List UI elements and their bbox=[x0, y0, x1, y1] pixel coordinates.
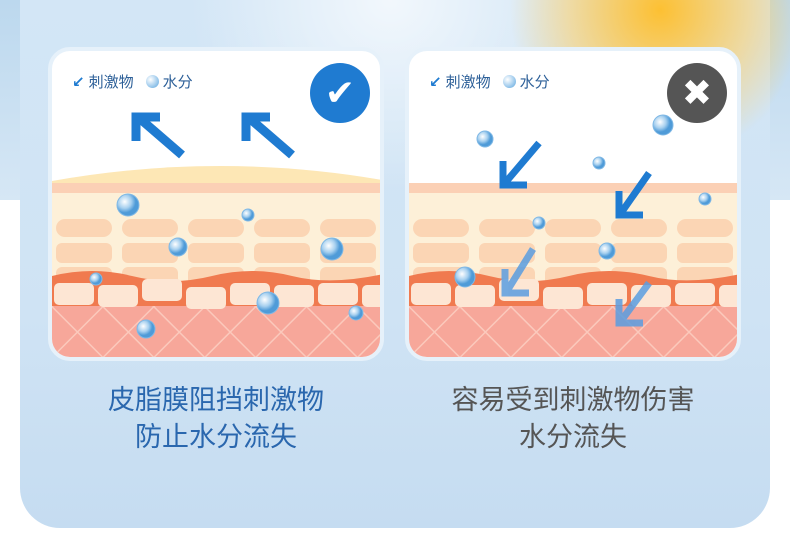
caption-line: 水分流失 bbox=[519, 422, 627, 453]
caption-damaged: 容易受到刺激物伤害 水分流失 bbox=[403, 382, 743, 456]
card-healthy-skin: ↙ 刺激物 水分 ✔ bbox=[48, 47, 384, 361]
skin-illustration bbox=[409, 114, 737, 357]
arrow-down-left-icon: ↙ bbox=[72, 72, 85, 91]
arrow-down-left-icon: ↙ bbox=[429, 72, 442, 91]
caption-healthy: 皮脂膜阻挡刺激物 防止水分流失 bbox=[46, 382, 386, 456]
legend-irritant-label: 刺激物 bbox=[88, 73, 134, 91]
card-damaged-skin: ↙ 刺激物 水分 ✖ bbox=[405, 47, 741, 361]
irritant-arrow-icon bbox=[131, 112, 295, 159]
irritant-arrow-icon bbox=[499, 140, 652, 219]
skin-illustration bbox=[52, 112, 380, 357]
cross-icon: ✖ bbox=[667, 63, 727, 123]
legend: ↙ 刺激物 水分 bbox=[72, 71, 193, 92]
caption-line: 防止水分流失 bbox=[135, 422, 297, 453]
caption-line: 皮脂膜阻挡刺激物 bbox=[108, 385, 324, 416]
legend-irritant-label: 刺激物 bbox=[445, 73, 491, 91]
caption-line: 容易受到刺激物伤害 bbox=[451, 385, 695, 416]
legend-moisture-label: 水分 bbox=[162, 73, 193, 91]
check-icon: ✔ bbox=[310, 63, 370, 123]
water-droplet-icon bbox=[145, 75, 159, 88]
legend: ↙ 刺激物 水分 bbox=[429, 71, 550, 92]
legend-moisture-label: 水分 bbox=[519, 73, 550, 91]
water-droplet-icon bbox=[502, 75, 516, 88]
